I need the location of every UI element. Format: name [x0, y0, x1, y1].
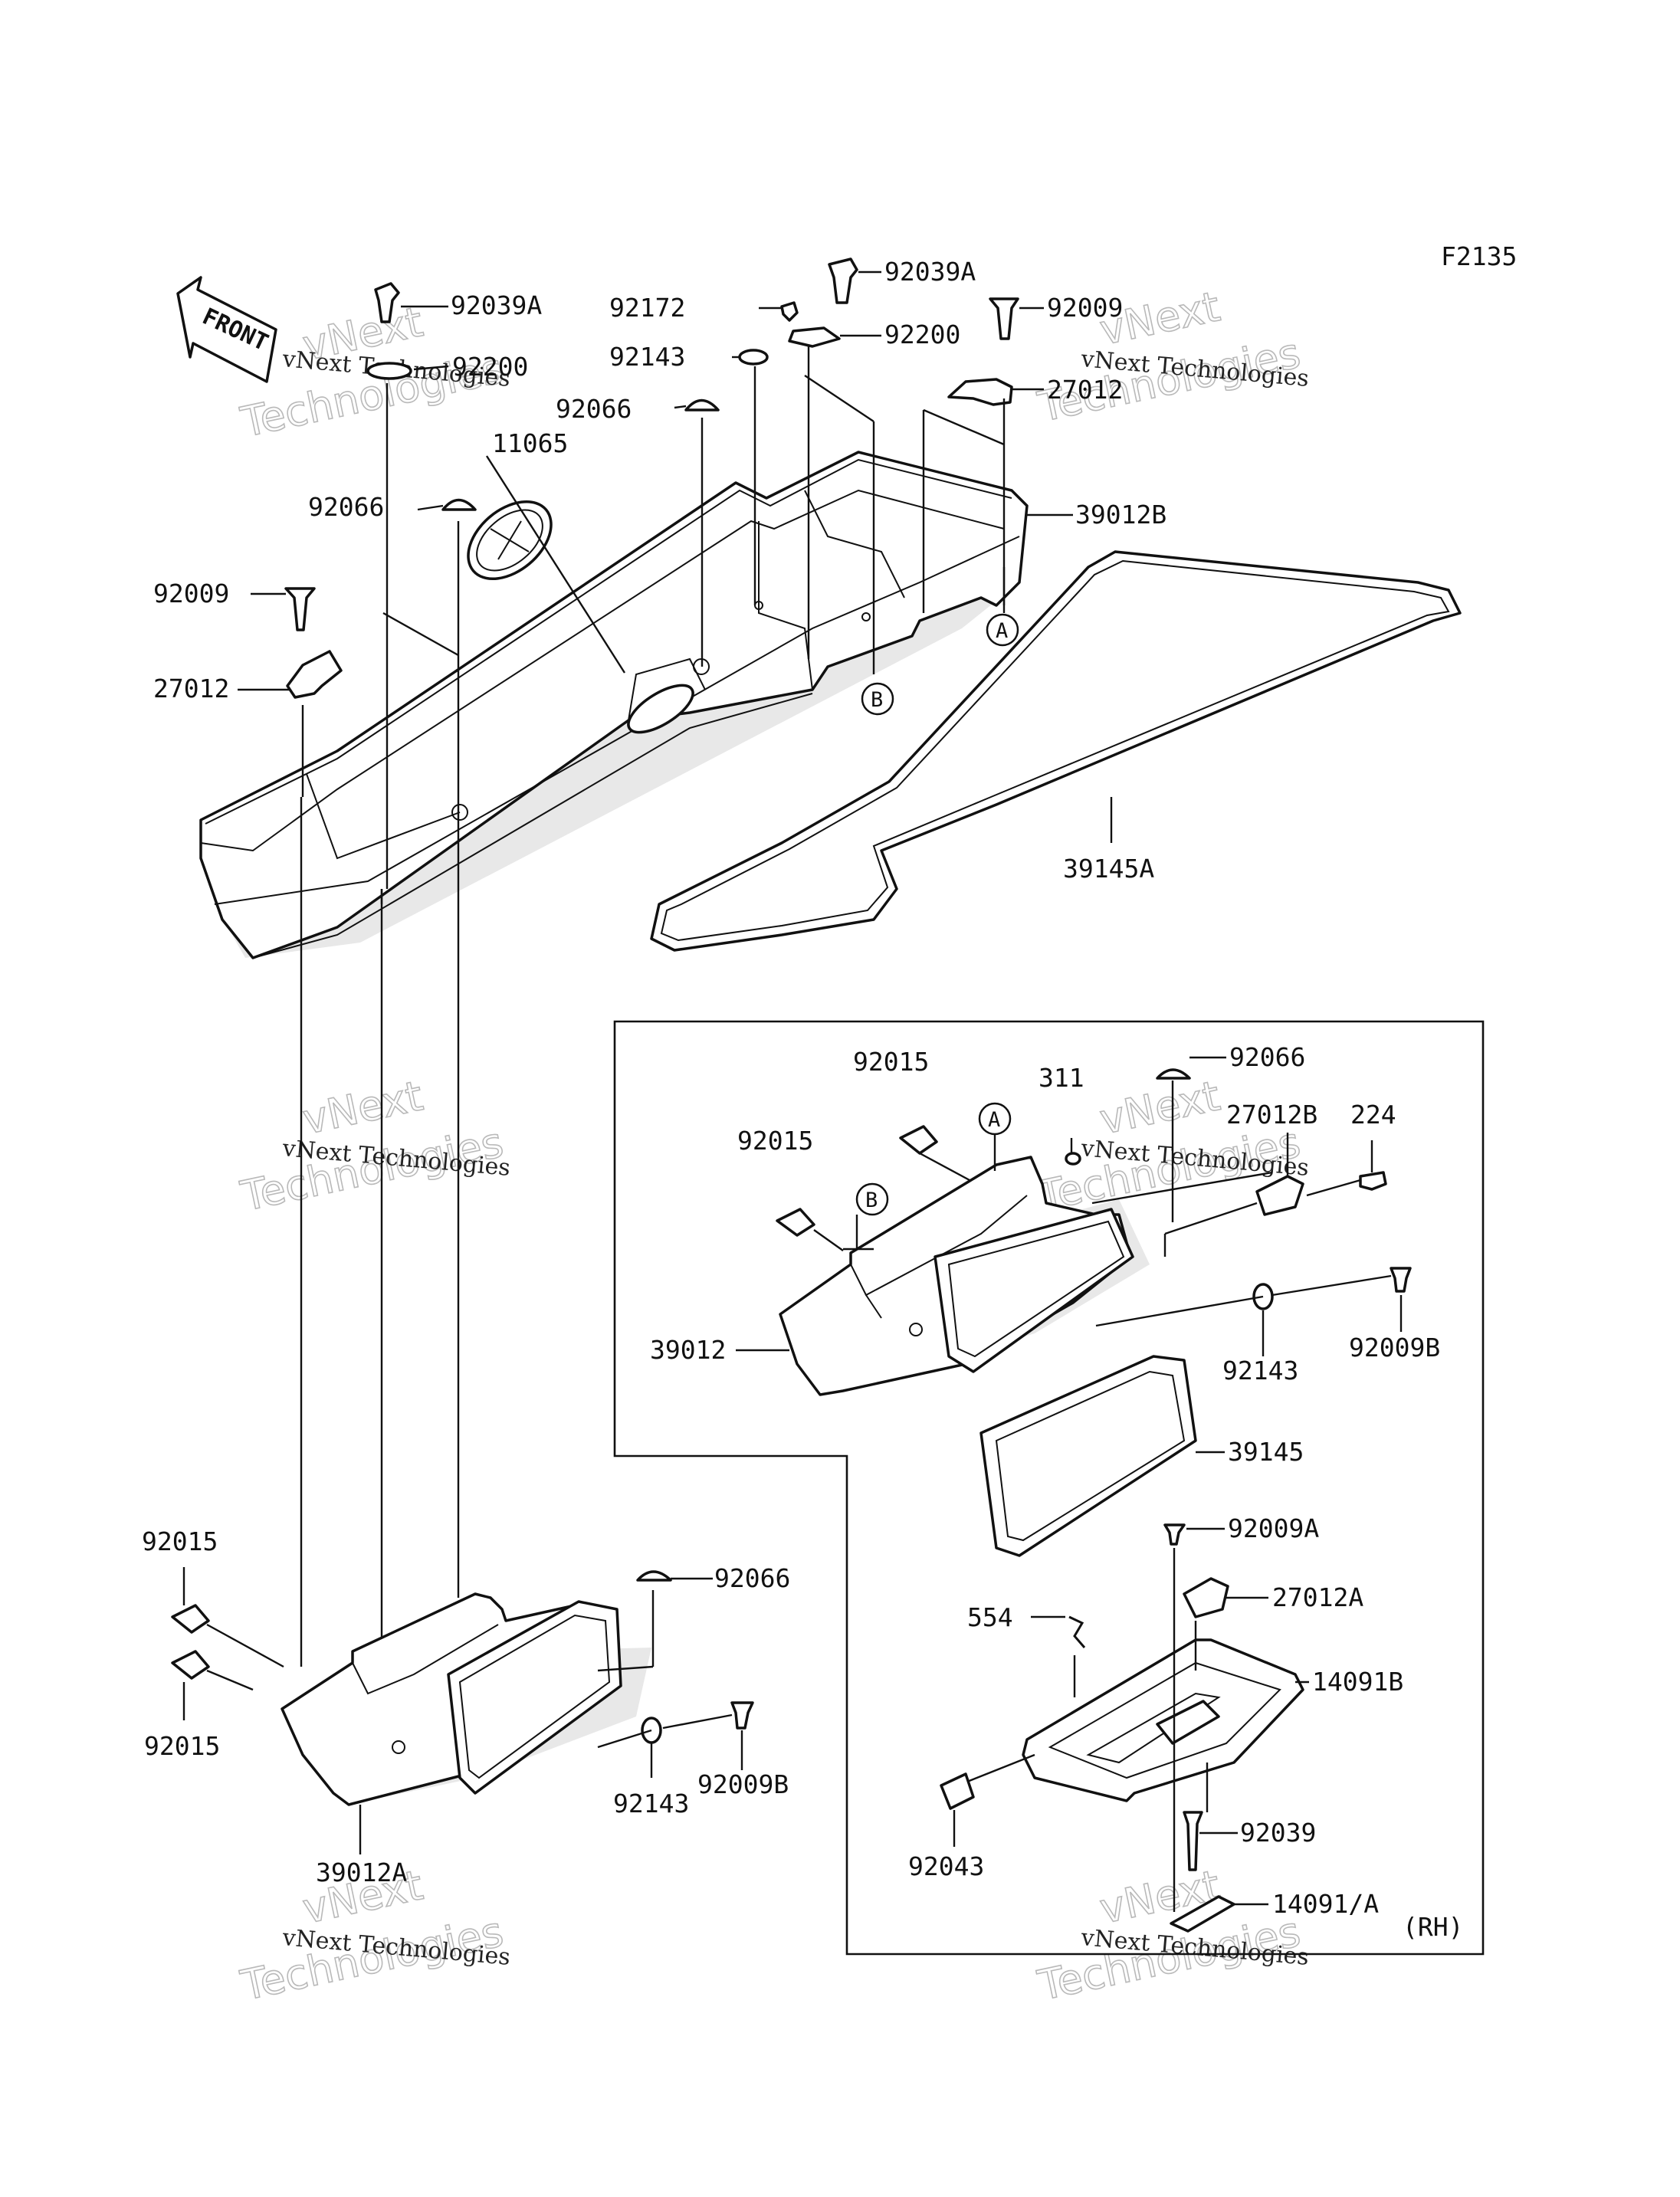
- labels-bottom: 92066 92015 92015 92143 92009B 39012A: [142, 1526, 790, 1887]
- label-92009-left: 92009: [153, 579, 229, 608]
- clip-92039A-center-icon: [828, 257, 858, 304]
- label-92015-d: 92015: [144, 1731, 220, 1761]
- label-92015-a: 92015: [853, 1047, 929, 1077]
- lid-latch-icon: [1156, 1700, 1220, 1745]
- label-rh: (RH): [1403, 1912, 1463, 1942]
- label-39145: 39145: [1228, 1437, 1304, 1467]
- label-92066-left: 92066: [308, 492, 384, 522]
- storage-box-39012B: [199, 451, 1029, 959]
- guide-lines-vertical: [300, 797, 460, 1667]
- labels-top: 92039A 92200 92039A 92172 92143 92200 92…: [153, 257, 1166, 884]
- label-92009-right: 92009: [1047, 293, 1123, 323]
- rivet-92039-icon: [1183, 1811, 1203, 1871]
- clip-92015-d-icon: [171, 1650, 210, 1680]
- label-39145A: 39145A: [1063, 854, 1154, 884]
- screw-92009-right-icon: [989, 297, 1019, 340]
- label-92066-inset: 92066: [1229, 1042, 1305, 1072]
- clip-92015-c-icon: [171, 1604, 210, 1634]
- label-92015-c: 92015: [142, 1526, 218, 1556]
- callout-A-top: A: [996, 619, 1008, 643]
- screw-92009-left-icon: [284, 587, 316, 631]
- seal-39145: [979, 1355, 1197, 1557]
- screw-224-icon: [1359, 1171, 1387, 1191]
- watermark-big-7: vNext: [1096, 1071, 1224, 1143]
- label-92039A-center: 92039A: [884, 257, 976, 287]
- front-arrow-icon: FRONT: [176, 276, 277, 383]
- pin-554-icon: [1068, 1615, 1086, 1648]
- callout-A-inset: A: [988, 1108, 1000, 1132]
- cap-92066-inset-icon: [1156, 1068, 1191, 1080]
- watermark-big-5: vNext: [299, 1071, 427, 1143]
- bracket-27012-left-icon: [286, 650, 343, 699]
- leader-lines-top: [238, 271, 1113, 904]
- clip-92039A-left-icon: [374, 282, 400, 323]
- figure-id: F2135: [1441, 241, 1517, 271]
- storage-box-39012: [779, 1156, 1150, 1396]
- screw-92009A-icon: [1163, 1523, 1186, 1546]
- label-39012: 39012: [650, 1335, 726, 1365]
- lid-14091B: [1022, 1638, 1304, 1802]
- cap-92066-left-icon: [441, 498, 477, 511]
- inset-frame: [613, 1020, 1485, 1956]
- screw-92009B-inset-icon: [1390, 1267, 1412, 1293]
- label-11065: 11065: [492, 428, 568, 458]
- label-92143-inset: 92143: [1222, 1356, 1298, 1385]
- label-92200-left: 92200: [452, 352, 528, 382]
- leader-lines-inset: [736, 1056, 1403, 1912]
- label-92172: 92172: [609, 293, 685, 323]
- pin-92043-icon: [940, 1772, 975, 1810]
- storage-box-39012A: [281, 1592, 651, 1806]
- label-39012A: 39012A: [316, 1858, 407, 1887]
- callout-B-inset: B: [865, 1189, 878, 1212]
- label-27012B: 27012B: [1226, 1100, 1317, 1130]
- gasket-39145A: [650, 550, 1462, 952]
- screw-92009B-bottom-icon: [730, 1701, 754, 1730]
- label-27012-right: 27012: [1047, 375, 1123, 405]
- label-92143-bottom: 92143: [613, 1789, 689, 1818]
- washer-92200-left-icon: [366, 362, 412, 380]
- hardware-top: [284, 257, 1019, 699]
- bracket-27012-right-icon: [947, 378, 1013, 406]
- washer-92200-center-icon: [788, 326, 841, 348]
- labels-inset: 92015 92066 311 27012B 224 92015 39012 9…: [650, 1042, 1463, 1942]
- label-92066-center: 92066: [556, 394, 632, 424]
- clip-92172-icon: [780, 301, 799, 322]
- label-39012B: 39012B: [1075, 500, 1166, 530]
- label-92009B-bottom: 92009B: [697, 1769, 789, 1799]
- label-92200-center: 92200: [884, 320, 960, 349]
- label-92009B-inset: 92009B: [1349, 1333, 1440, 1362]
- label-27012-left: 27012: [153, 674, 229, 703]
- label-92039A-left: 92039A: [451, 290, 542, 320]
- label-92043: 92043: [908, 1851, 984, 1881]
- label-92066-bottom: 92066: [714, 1563, 790, 1593]
- washer-92143-top-icon: [738, 349, 769, 366]
- bracket-27012B-icon: [1255, 1175, 1304, 1216]
- label-311: 311: [1039, 1063, 1084, 1093]
- speaker-grille-11065-icon: [467, 500, 694, 734]
- label-554: 554: [967, 1602, 1013, 1632]
- clip-92015-b-icon: [776, 1208, 815, 1237]
- label-92015-b: 92015: [737, 1126, 813, 1156]
- nut-311-icon: [1065, 1152, 1081, 1166]
- label-224: 224: [1350, 1100, 1396, 1130]
- cap-92066-center-icon: [684, 398, 720, 412]
- callout-B-top: B: [871, 688, 883, 712]
- label-14091A: 14091/A: [1272, 1889, 1379, 1919]
- callouts-inset: A B: [855, 1102, 1012, 1216]
- leader-lines-bottom: [182, 1567, 743, 1854]
- callouts-top: A B: [861, 613, 1019, 716]
- label-92039: 92039: [1240, 1818, 1316, 1848]
- label-92009A: 92009A: [1228, 1513, 1319, 1543]
- label-14091B: 14091B: [1312, 1667, 1403, 1697]
- cap-92066-bottom-icon: [636, 1570, 672, 1582]
- clip-92015-a-icon: [899, 1125, 938, 1155]
- bracket-27012A-icon: [1183, 1577, 1229, 1618]
- label-27012A: 27012A: [1272, 1582, 1363, 1612]
- label-92143-top: 92143: [609, 342, 685, 372]
